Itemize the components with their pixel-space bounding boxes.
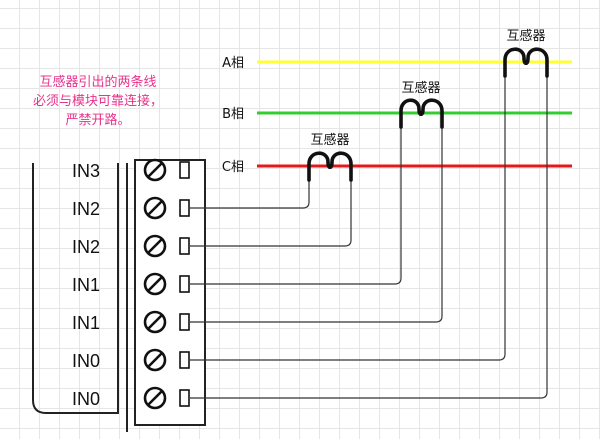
phase-wire: C相: [222, 160, 572, 175]
screw-icon: [143, 234, 167, 258]
phase-wire: B相: [222, 107, 572, 122]
terminal-slot-icon: [179, 161, 190, 179]
transformer-coil-icon: [399, 98, 444, 129]
terminal-row: IN1: [72, 272, 190, 296]
terminal-row: IN3: [72, 158, 190, 182]
terminal-slot-icon: [179, 237, 190, 255]
secondary-wire: [190, 76, 548, 399]
transformer-label: 互感器: [310, 132, 349, 148]
terminal-row: IN0: [72, 386, 190, 410]
transformer: 互感器: [503, 28, 549, 78]
phase-label: A相: [222, 56, 244, 71]
transformer: 互感器: [399, 80, 444, 129]
terminal-slot-icon: [179, 199, 190, 217]
transformer-coil-icon: [503, 47, 549, 78]
terminal-label: IN2: [72, 199, 100, 219]
terminal-slot-icon: [179, 275, 190, 293]
screw-icon: [143, 386, 167, 410]
screw-icon: [143, 272, 167, 296]
note-line-1: 互感器引出的两条线: [39, 75, 157, 90]
terminal-label: IN3: [72, 161, 100, 181]
terminal-label: IN0: [72, 389, 100, 409]
screw-icon: [143, 310, 167, 334]
note-line-3: 严禁开路。: [65, 113, 131, 128]
terminal-label: IN0: [72, 351, 100, 371]
terminal-row: IN0: [72, 348, 190, 372]
screw-icon: [143, 196, 167, 220]
transformer-label: 互感器: [506, 28, 545, 44]
phase-wires: A相 B相 C相: [222, 56, 572, 175]
phase-wire: A相: [222, 56, 572, 71]
secondary-wire: [190, 180, 352, 247]
screw-icon: [143, 348, 167, 372]
terminal-slot-icon: [179, 389, 190, 407]
secondary-wires: [190, 76, 548, 399]
note-line-2: 必须与模块可靠连接，: [32, 94, 163, 109]
secondary-wire: [190, 127, 402, 285]
transformer: 互感器: [307, 132, 353, 182]
terminal-label: IN2: [72, 237, 100, 257]
secondary-wire: [190, 127, 443, 323]
warning-note: 互感器引出的两条线 必须与模块可靠连接， 严禁开路。: [28, 73, 168, 130]
phase-label: B相: [222, 107, 244, 122]
terminal-row: IN1: [72, 310, 190, 334]
terminal-row: IN2: [72, 196, 190, 220]
phase-label: C相: [222, 160, 244, 175]
terminal-label: IN1: [72, 275, 100, 295]
secondary-wire: [190, 76, 506, 361]
screw-icon: [143, 158, 167, 182]
terminal-slot-icon: [179, 313, 190, 331]
terminal-strip: [134, 159, 206, 426]
terminal-row: IN2: [72, 234, 190, 258]
transformer-label: 互感器: [401, 80, 440, 96]
transformer-coil-icon: [307, 151, 353, 182]
secondary-wire: [190, 180, 310, 209]
module-body: [32, 163, 119, 414]
terminal-slot-icon: [179, 351, 190, 369]
terminal-label: IN1: [72, 313, 100, 333]
